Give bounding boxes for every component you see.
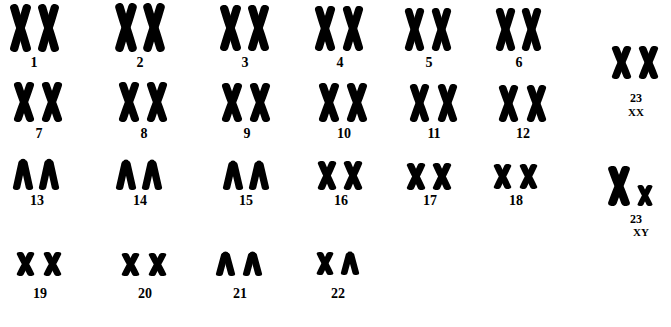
chromosome-number: 11 bbox=[427, 127, 440, 141]
chromosome-number: 21 bbox=[233, 287, 247, 301]
chromosome-row bbox=[20, 251, 356, 274]
chromosome-number: 17 bbox=[423, 194, 437, 208]
chromosome-number: 23 bbox=[630, 213, 642, 225]
chromosome-number: 3 bbox=[242, 56, 249, 70]
chromosome-number: 13 bbox=[30, 194, 44, 208]
chromosome-number: 5 bbox=[426, 56, 433, 70]
chromosome-row bbox=[18, 85, 542, 119]
chromosome-number: 9 bbox=[244, 127, 251, 141]
chromosome-number: XY bbox=[633, 227, 649, 238]
chromosome-number: 15 bbox=[239, 194, 253, 208]
chromosome-number: 16 bbox=[334, 194, 348, 208]
chromosome-number: 18 bbox=[509, 194, 523, 208]
chromosome-number: 2 bbox=[137, 56, 144, 70]
chromosome-number: 6 bbox=[516, 56, 523, 70]
chromosome-number: 23 bbox=[630, 92, 642, 104]
chromosome-number: XX bbox=[628, 107, 644, 118]
chromosome-number: 7 bbox=[36, 127, 43, 141]
chromosome-row bbox=[14, 7, 654, 76]
chromosome-number: 8 bbox=[141, 127, 148, 141]
chromosome-number: 4 bbox=[337, 56, 344, 70]
chromosome-row bbox=[17, 159, 650, 205]
chromosome-number: 22 bbox=[331, 287, 345, 301]
chromosome-number: 12 bbox=[516, 127, 530, 141]
chromosome-number: 19 bbox=[33, 287, 47, 301]
chromosome-number: 1 bbox=[31, 56, 38, 70]
chromosome-number: 14 bbox=[133, 194, 147, 208]
chromosome-number: 10 bbox=[337, 127, 351, 141]
chromosome-number: 20 bbox=[138, 287, 152, 301]
